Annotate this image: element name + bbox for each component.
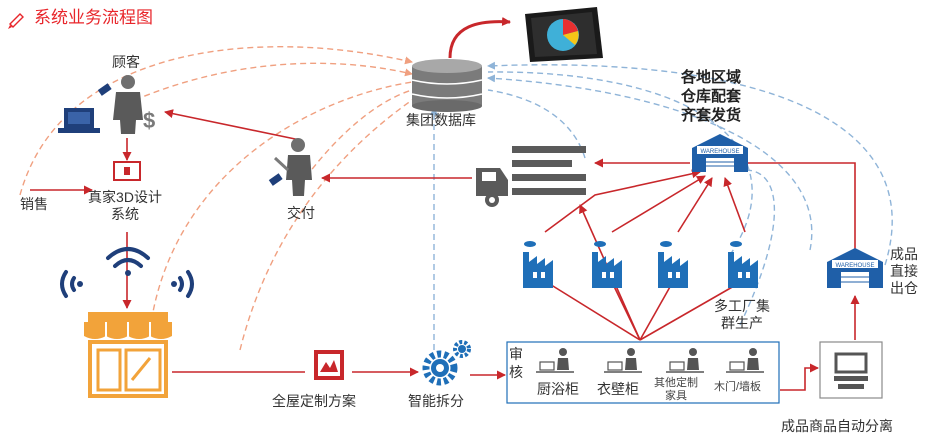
factory-icon <box>523 241 553 288</box>
finished-warehouse-icon: WAREHOUSE <box>827 248 883 288</box>
worker-icon <box>726 348 764 373</box>
worker-icon <box>666 348 704 373</box>
wifi-icon <box>171 270 194 298</box>
wifi-icon <box>60 270 83 298</box>
house-plan-icon <box>314 350 344 380</box>
wifi-icon <box>106 247 150 276</box>
factory-cluster-label: 多工厂集群生产 <box>714 298 770 331</box>
database-label: 集团数据库 <box>406 112 476 128</box>
blue-dashed-links <box>430 61 893 350</box>
design-system-label: 真家3D设计系统 <box>88 189 162 222</box>
pencil-icon <box>8 13 24 29</box>
technician-icon <box>268 138 312 196</box>
factory-icon <box>592 241 622 288</box>
factory-icon <box>728 241 758 288</box>
product-line-other-custom: 其他定制家具 <box>654 377 698 402</box>
delivery-label: 交付 <box>287 205 315 221</box>
orange-dashed-links <box>19 46 416 351</box>
worker-icon <box>536 348 574 373</box>
regional-warehouse-label: 各地区域仓库配套齐套发货 <box>680 69 741 124</box>
laptop-icon <box>58 108 100 133</box>
svg-text:$: $ <box>143 108 155 133</box>
whole-house-plan-label: 全屋定制方案 <box>272 393 356 409</box>
review-label: 审核 <box>509 346 523 380</box>
sales-label: 销售 <box>20 196 48 212</box>
database-icon <box>411 59 483 112</box>
warehouse-sign: WAREHOUSE <box>700 149 739 155</box>
product-line-wardrobe: 衣壁柜 <box>597 381 639 397</box>
product-line-door-panel: 木门/墙板 <box>714 381 762 393</box>
truck-icon <box>476 146 586 207</box>
customer-icon: $ <box>97 75 155 134</box>
sorting-machine-icon <box>834 352 868 389</box>
gears-icon <box>422 340 471 386</box>
factory-icon <box>658 241 688 288</box>
page-title: 系统业务流程图 <box>34 8 153 27</box>
regional-warehouse-icon: WAREHOUSE <box>692 134 748 172</box>
pie-chart-monitor-icon <box>525 7 603 62</box>
product-line-kitchen-bath: 厨浴柜 <box>537 381 579 397</box>
smart-split-label: 智能拆分 <box>408 393 464 409</box>
warehouse-sign: WAREHOUSE <box>835 263 874 269</box>
auto-separation-label: 成品商品自动分离 <box>781 418 893 434</box>
finished-warehouse-label: 成品直接出仓 <box>890 246 918 296</box>
store-icon <box>84 312 172 398</box>
customer-label: 顾客 <box>112 54 140 70</box>
design-monitor-icon <box>113 161 141 181</box>
worker-icon <box>604 348 642 373</box>
